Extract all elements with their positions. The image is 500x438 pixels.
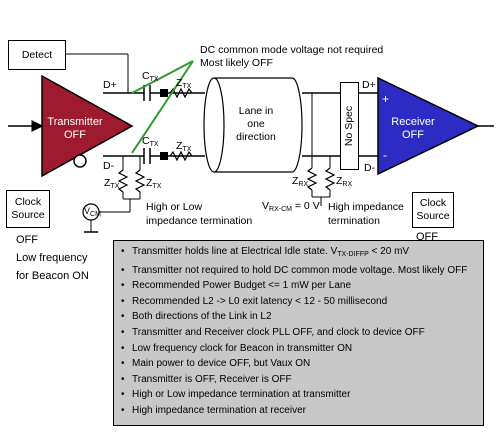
notes-item: Both directions of the Link in L2 bbox=[121, 309, 477, 325]
clock-source-left-line1: Clock bbox=[14, 196, 42, 208]
vcm-label: VCM bbox=[84, 206, 101, 218]
notes-item-idle: Transmitter holds line at Electrical Idl… bbox=[121, 244, 477, 263]
ztx-series-resistor-minus bbox=[169, 150, 193, 162]
rx-termination-label: High impedance termination bbox=[328, 200, 404, 228]
detect-label: Detect bbox=[21, 49, 53, 61]
zrx-termination-label-1: ZRX bbox=[292, 175, 309, 188]
notes-item: Recommended Power Budget <= 1 mW per Lan… bbox=[121, 278, 477, 294]
notes-item: High or Low impedance termination at tra… bbox=[121, 387, 477, 403]
zrx-termination-resistor-1 bbox=[306, 167, 318, 191]
rx-d-plus-label: D+ bbox=[362, 79, 376, 91]
ctx-label-minus: CTX bbox=[142, 135, 159, 148]
rx-minus-pin: - bbox=[383, 148, 387, 162]
lane-cylinder bbox=[203, 77, 303, 173]
notes-item: Low frequency clock for Beacon in transm… bbox=[121, 341, 477, 357]
callout-text: DC common mode voltage not required Most… bbox=[200, 44, 383, 70]
receiver-triangle bbox=[377, 76, 480, 176]
receiver-label-line2: OFF bbox=[402, 129, 424, 141]
left-status-line1: OFF bbox=[16, 234, 38, 246]
callout-line2: Most likely OFF bbox=[200, 57, 273, 69]
clock-source-right-line1: Clock bbox=[419, 197, 447, 209]
ztx-series-label-minus: ZTX bbox=[176, 140, 192, 153]
ztx-termination-label-2: ZTX bbox=[146, 177, 162, 190]
ctx-label-plus: CTX bbox=[142, 70, 159, 83]
rx-plus-pin: + bbox=[382, 92, 390, 106]
no-spec-label: No Spec bbox=[343, 105, 356, 147]
notes-item: Transmitter is OFF, Receiver is OFF bbox=[121, 372, 477, 388]
ctx-capacitor-minus bbox=[143, 148, 151, 164]
ztx-termination-resistor-2 bbox=[134, 169, 146, 193]
receiver-label-line1: Receiver bbox=[391, 116, 435, 128]
callout-lines bbox=[131, 60, 194, 154]
notes-panel: Transmitter holds line at Electrical Idl… bbox=[113, 240, 484, 426]
zrx-termination-label-2: ZRX bbox=[336, 175, 353, 188]
notes-item: Main power to device OFF, but Vaux ON bbox=[121, 356, 477, 372]
notes-item: High impedance termination at receiver bbox=[121, 403, 477, 419]
transmitter-off-bubble bbox=[73, 154, 87, 168]
lane-label-line1: Lane in bbox=[238, 105, 274, 117]
vrx-cm-label: VRX-CM = 0 V bbox=[262, 200, 320, 213]
tx-termination-line1: High or Low bbox=[146, 201, 203, 213]
receiver-label: Receiver OFF bbox=[382, 116, 444, 142]
tx-termination-label: High or Low impedance termination bbox=[146, 200, 252, 228]
transmitter-triangle bbox=[41, 74, 134, 178]
tx-d-minus-label: D- bbox=[103, 160, 115, 172]
transmitter-label: Transmitter OFF bbox=[45, 116, 105, 142]
ztx-termination-label-1: ZTX bbox=[104, 177, 120, 190]
rx-termination-line1: High impedance bbox=[328, 201, 404, 213]
series-block-minus bbox=[160, 152, 168, 160]
callout-line1: DC common mode voltage not required bbox=[200, 44, 384, 56]
lane-label-line3: direction bbox=[236, 131, 276, 143]
ztx-termination-resistor-1 bbox=[117, 169, 129, 193]
rx-d-minus-label: D- bbox=[364, 162, 376, 174]
ctx-capacitor-plus bbox=[143, 85, 151, 101]
detect-box: Detect bbox=[8, 40, 66, 70]
clock-source-left-line2: Source bbox=[11, 209, 45, 221]
no-spec-box: No Spec bbox=[340, 82, 359, 170]
transmitter-label-line1: Transmitter bbox=[47, 116, 103, 128]
tx-termination-line2: impedance termination bbox=[146, 215, 253, 227]
lane-label-line2: one bbox=[247, 118, 265, 130]
transmitter-label-line2: OFF bbox=[64, 129, 86, 141]
ztx-series-label-plus: ZTX bbox=[176, 77, 192, 90]
lane-label: Lane in one direction bbox=[228, 105, 284, 144]
notes-item: Recommended L2 -> L0 exit latency < 12 -… bbox=[121, 294, 477, 310]
notes-item: Transmitter not required to hold DC comm… bbox=[121, 263, 477, 279]
tx-d-plus-label: D+ bbox=[103, 79, 117, 91]
left-status-line2: Low frequency bbox=[16, 252, 88, 264]
left-status: OFF Low frequency for Beacon ON bbox=[16, 231, 89, 285]
left-status-line3: for Beacon ON bbox=[16, 270, 89, 282]
notes-list: Transmitter holds line at Electrical Idl… bbox=[120, 244, 477, 419]
clock-source-left-box: Clock Source bbox=[6, 190, 50, 228]
series-block-plus bbox=[160, 89, 168, 97]
clock-source-right-line2: Source bbox=[416, 210, 450, 222]
ztx-series-resistor-plus bbox=[169, 87, 193, 99]
zrx-termination-resistor-2 bbox=[324, 167, 336, 191]
clock-source-right-box: Clock Source bbox=[412, 192, 454, 228]
rx-termination-line2: termination bbox=[328, 215, 380, 227]
notes-item: Transmitter and Receiver clock PLL OFF, … bbox=[121, 325, 477, 341]
